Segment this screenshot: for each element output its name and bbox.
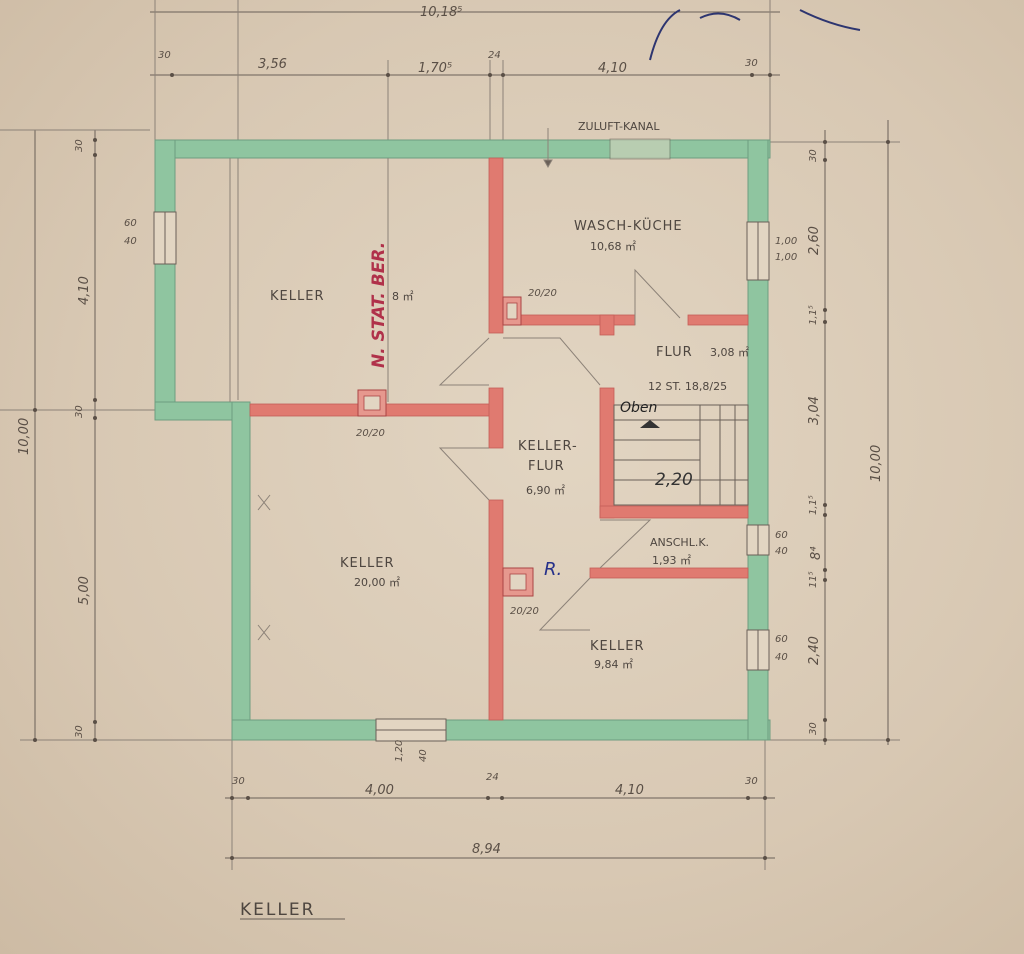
dim-bottom-5: 30 <box>745 776 758 787</box>
room-wasch-area: 10,68 ㎡ <box>590 240 636 253</box>
dim-top-6: 30 <box>745 58 758 69</box>
signature <box>649 9 861 61</box>
dim-top-2: 3,56 <box>258 57 287 72</box>
win-anschl-a: 60 <box>775 530 788 541</box>
dim-right-total: 10,00 <box>869 445 884 482</box>
annotation-r: R. <box>544 559 562 580</box>
dim-right-2: 2,60 <box>807 226 822 255</box>
win-left-b: 40 <box>124 236 137 247</box>
dim-left-5: 30 <box>74 725 85 738</box>
dim-bottom-total: 8,94 <box>472 842 501 857</box>
dim-left-2: 4,10 <box>77 276 92 305</box>
room-wasch-name: WASCH-KÜCHE <box>574 217 683 234</box>
dim-top-1: 30 <box>158 50 171 61</box>
room-keller-nw-name: KELLER <box>270 289 324 304</box>
dimension-lines <box>0 0 900 870</box>
room-keller-sw-name: KELLER <box>340 556 394 571</box>
dimension-labels: 10,18⁵ 30 3,56 1,70⁵ 24 4,10 30 30 4,00 … <box>17 5 884 857</box>
room-keller-sw-area: 20,00 ㎡ <box>354 576 400 589</box>
dim-right-3: 1,1⁵ <box>808 305 819 325</box>
dim-right-8: 2,40 <box>807 636 822 665</box>
win-left-a: 60 <box>124 218 137 229</box>
dim-right-1: 30 <box>808 149 819 162</box>
stair-spec: 12 ST. 18,8/25 <box>648 380 727 393</box>
dim-left-3: 30 <box>74 405 85 418</box>
win-wk-b: 1,00 <box>775 252 797 263</box>
dim-left-4: 5,00 <box>77 576 92 605</box>
win-keller-b: 40 <box>775 652 788 663</box>
stair-width: 2,20 <box>655 470 693 490</box>
dim-top-4: 24 <box>488 50 501 61</box>
room-kellerflur-area: 6,90 ㎡ <box>526 484 565 497</box>
room-labels: KELLER 8 ㎡ WASCH-KÜCHE 10,68 ㎡ FLUR 3,08… <box>124 120 797 762</box>
windows <box>153 138 770 742</box>
annotation-stat-ber: N. STAT. BER. <box>369 242 389 368</box>
room-keller-se-name: KELLER <box>590 639 644 654</box>
dim-bottom-1: 30 <box>232 776 245 787</box>
dim-bottom-3: 24 <box>486 772 499 783</box>
top-note: ZULUFT-KANAL <box>578 120 660 133</box>
room-kellerflur-name1: KELLER- <box>518 439 578 454</box>
room-keller-se-area: 9,84 ㎡ <box>594 658 633 671</box>
dim-right-7: 11⁵ <box>808 571 819 588</box>
dim-top-3: 1,70⁵ <box>418 61 452 76</box>
chimney-label-1: 20/20 <box>356 428 385 439</box>
dim-bottom-2: 4,00 <box>365 783 394 798</box>
stair-oben: Oben <box>620 400 657 416</box>
dim-top-5: 4,10 <box>598 61 627 76</box>
room-anschl-area: 1,93 ㎡ <box>652 554 691 567</box>
room-kellerflur-name2: FLUR <box>528 459 565 474</box>
interior-walls <box>249 157 749 721</box>
room-anschl-name: ANSCHL.K. <box>650 536 709 549</box>
door-swings <box>229 158 681 631</box>
dim-left-1: 30 <box>74 139 85 152</box>
dim-bottom-4: 4,10 <box>615 783 644 798</box>
room-keller-nw-area: 8 ㎡ <box>392 290 414 303</box>
chimney-label-3: 20/20 <box>510 606 539 617</box>
win-wk-a: 1,00 <box>775 236 797 247</box>
room-flur-area: 3,08 ㎡ <box>710 346 749 359</box>
dim-right-5: 1,1⁵ <box>808 495 819 515</box>
win-anschl-b: 40 <box>775 546 788 557</box>
sheet-title: KELLER <box>240 900 315 920</box>
dim-left-total: 10,00 <box>17 418 32 455</box>
dim-right-6: 8⁴ <box>809 546 824 560</box>
win-bottom-a: 1,20 <box>394 740 405 762</box>
chimney-label-2: 20/20 <box>528 288 557 299</box>
dim-right-9: 30 <box>808 722 819 735</box>
pencil-marks <box>257 128 553 641</box>
win-keller-a: 60 <box>775 634 788 645</box>
dim-top-total: 10,18⁵ <box>420 5 462 20</box>
room-flur-name: FLUR <box>656 345 693 360</box>
dim-right-4: 3,04 <box>807 396 822 425</box>
staircase <box>613 404 749 506</box>
win-bottom-b: 40 <box>418 749 429 762</box>
